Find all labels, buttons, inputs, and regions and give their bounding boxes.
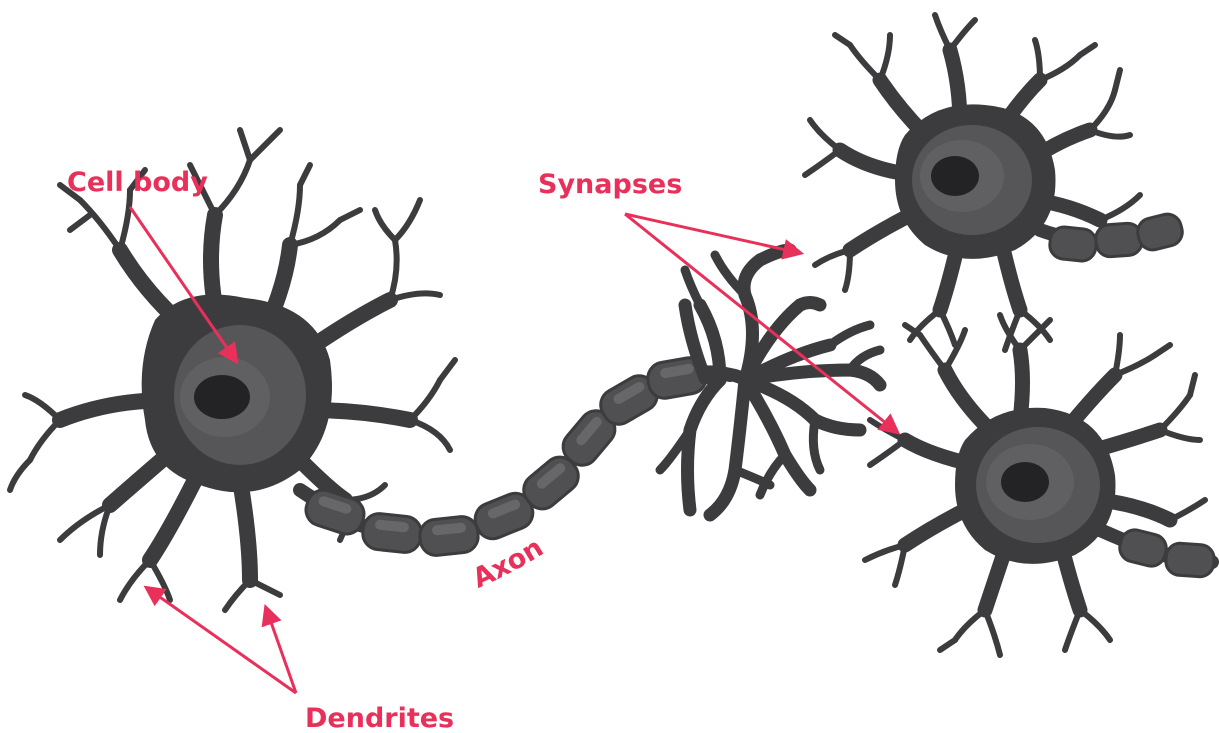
myelin-highlights: [317, 363, 694, 536]
axon-label: Axon: [468, 532, 549, 594]
bottom-right-nucleus: [1001, 462, 1049, 502]
left-nucleus: [194, 375, 250, 419]
top-right-nucleus: [931, 156, 979, 196]
synapses-label: Synapses: [538, 169, 682, 200]
axon-label-path: Axon: [468, 532, 549, 594]
dendrites-label: Dendrites: [305, 703, 454, 733]
bottom-right-neuron: [865, 315, 1215, 655]
top-right-myelin: [1048, 211, 1185, 262]
dendrites-arrow-right: [266, 608, 296, 693]
cell-body-label: Cell body: [67, 167, 208, 198]
bottom-right-myelin: [1117, 527, 1215, 578]
dendrites-arrow-left: [147, 588, 296, 693]
top-right-neuron: [805, 15, 1185, 350]
axon: [300, 355, 730, 557]
myelin-sheath: [302, 355, 709, 557]
